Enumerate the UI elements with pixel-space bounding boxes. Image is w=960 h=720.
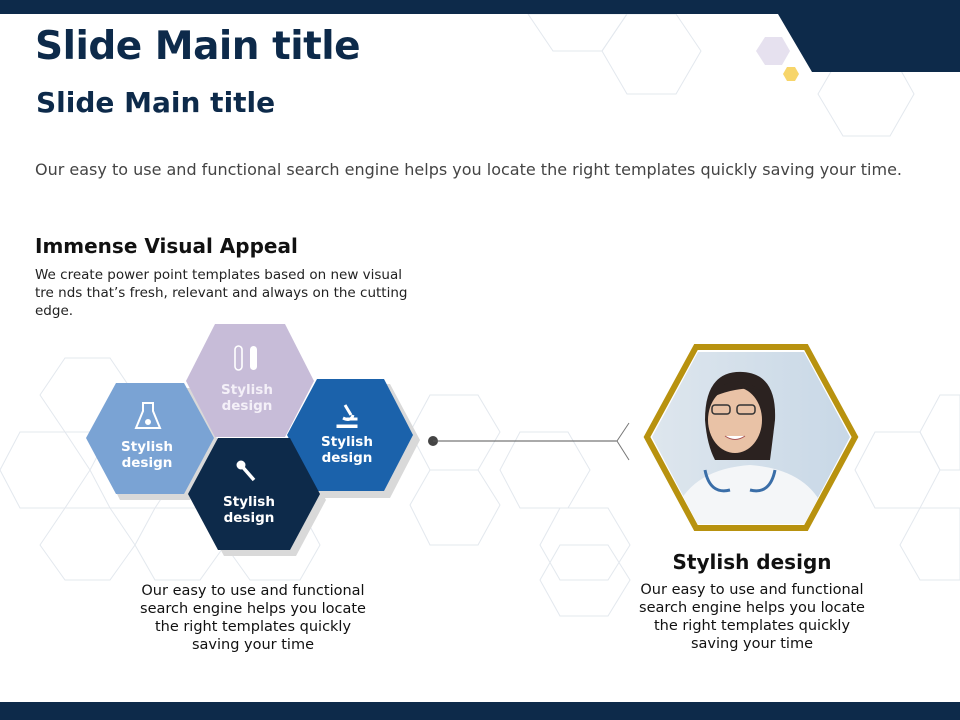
- yellow-hex-decoration: [783, 67, 799, 81]
- intro-text: Our easy to use and functional search en…: [35, 160, 903, 179]
- slide-title: Slide Main title: [35, 24, 361, 69]
- flask-icon: [134, 402, 162, 429]
- bottom-bar: [0, 702, 960, 720]
- lilac-hex-decoration: [756, 37, 790, 65]
- doctor-photo: [652, 352, 850, 524]
- hex-test-tubes: [186, 324, 314, 437]
- right-heading: Stylish design: [672, 550, 832, 574]
- microscope-icon: [336, 404, 358, 428]
- dropper-icon: [236, 460, 256, 482]
- section-heading: Immense Visual Appeal: [35, 234, 298, 258]
- hex-microscope: [287, 379, 413, 491]
- photo-frame: [643, 344, 859, 531]
- hex-dropper: [188, 438, 320, 550]
- hex-flask: [86, 383, 214, 494]
- slide-subtitle: Slide Main title: [36, 86, 276, 119]
- section-text: We create power point templates based on…: [35, 267, 408, 319]
- test-tubes-icon: [234, 345, 257, 371]
- top-banner: [0, 0, 960, 72]
